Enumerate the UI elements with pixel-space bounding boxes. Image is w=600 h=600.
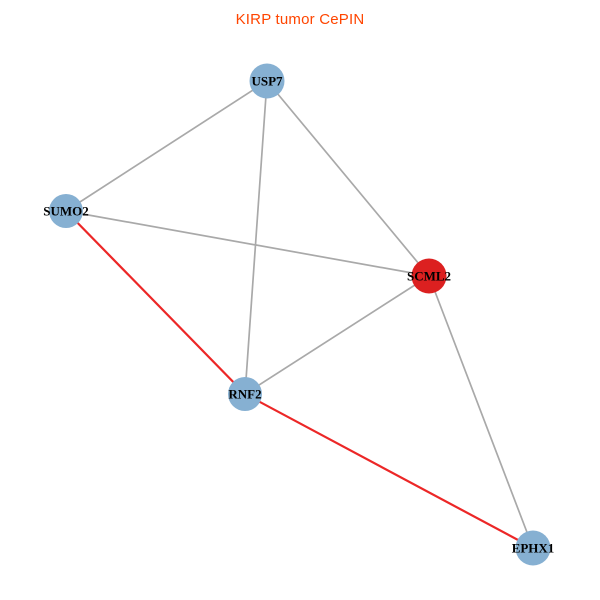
node-label-sumo2: SUMO2 <box>43 204 89 219</box>
node-label-ephx1: EPHX1 <box>512 541 555 556</box>
node-label-rnf2: RNF2 <box>228 387 261 402</box>
node-label-usp7: USP7 <box>251 74 283 89</box>
node-rnf2 <box>228 377 262 411</box>
node-sumo2 <box>49 194 83 228</box>
edge-sumo2-scml2 <box>65 210 430 277</box>
node-usp7 <box>249 63 285 99</box>
plot-title: KIRP tumor CePIN <box>235 11 365 28</box>
edge-rnf2-ephx1 <box>243 392 535 550</box>
edge-usp7-scml2 <box>266 80 430 277</box>
edge-scml2-ephx1 <box>428 275 534 549</box>
edge-sumo2-rnf2 <box>64 209 247 396</box>
edge-rnf2-scml2 <box>244 275 430 395</box>
node-label-scml2: SCML2 <box>407 269 451 284</box>
edge-usp7-rnf2 <box>244 80 268 395</box>
node-ephx1 <box>515 530 551 566</box>
nodes-layer <box>49 63 551 566</box>
edge-usp7-sumo2 <box>65 80 268 212</box>
edges-layer <box>64 80 535 550</box>
node-scml2 <box>411 258 447 294</box>
